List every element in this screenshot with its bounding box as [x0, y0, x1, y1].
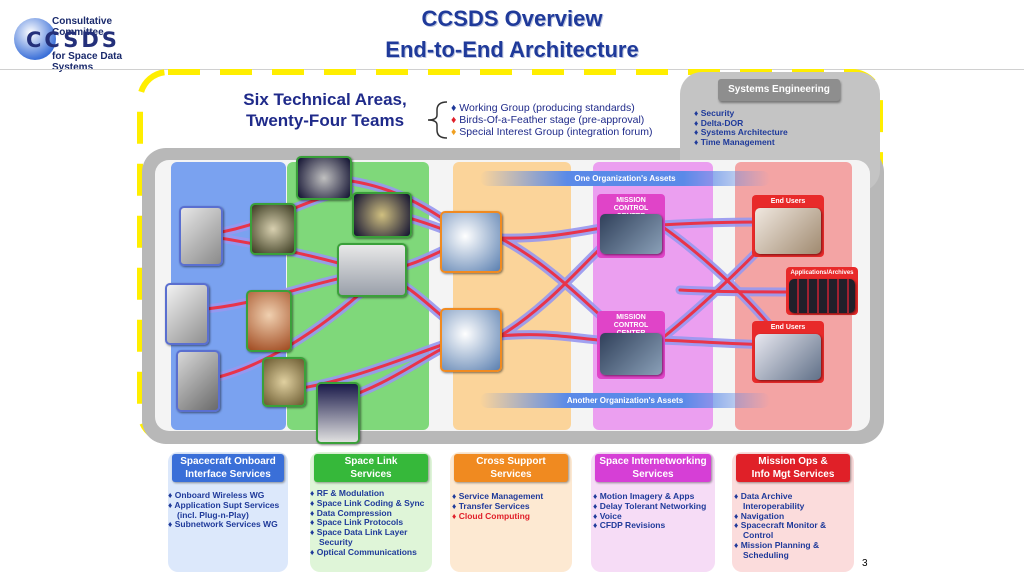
one-org-assets-band: One Organization's Assets — [480, 171, 770, 186]
end-users-top-label: End Users — [770, 198, 806, 205]
category-item: ♦ RF & Modulation — [310, 488, 385, 498]
end-users-bottom-tile: End Users — [752, 321, 824, 383]
title-line-2: End-to-End Architecture — [385, 37, 639, 62]
category-item: ♦ Spacecraft Monitor & Control — [734, 520, 827, 541]
category-item: ♦ Service Management — [452, 491, 544, 501]
se-item: ♦ Security — [694, 108, 735, 118]
mcc-top-tile: MISSION CONTROL CENTER — [597, 194, 665, 258]
title-line-1: CCSDS Overview — [421, 6, 603, 31]
legend-birds-of-a-feather: ♦ Birds-Of-a-Feather stage (pre-approval… — [451, 114, 645, 126]
systems-engineering-list: ♦ Security ♦ Delta-DOR ♦ Systems Archite… — [694, 108, 788, 147]
category-item: ♦ Subnetwork Services WG — [168, 519, 278, 530]
apps-archives-label: Applications/Archives — [790, 270, 854, 276]
page-number: 3 — [862, 558, 868, 569]
list-onboard: ♦ Onboard Wireless WG♦ Application Supt … — [168, 490, 288, 530]
ground-antenna-top-image — [440, 211, 502, 273]
end-users-bottom-label: End Users — [770, 324, 806, 331]
logo-mark: CCSDS — [26, 28, 120, 52]
onboard-computer-image — [165, 283, 209, 345]
spacecraft-image — [250, 203, 296, 255]
category-item: ♦ Delay Tolerant Networking — [593, 500, 707, 511]
legend-special-interest-group: ♦ Special Interest Group (integration fo… — [451, 126, 653, 138]
another-org-assets-band: Another Organization's Assets — [480, 393, 770, 408]
category-item: ♦ Navigation — [734, 510, 785, 521]
astronaut-mars-image — [246, 290, 292, 352]
category-item: ♦ Mission Planning & Scheduling — [734, 539, 820, 560]
onboard-hardware-image — [179, 206, 223, 266]
category-item: ♦ Transfer Services — [452, 500, 530, 511]
ccsds-logo: Consultative Committee CCSDS for Space D… — [12, 16, 152, 73]
apps-archives-tile: Applications/Archives — [786, 267, 858, 315]
legend-working-group: ♦ Working Group (producing standards) — [451, 102, 635, 114]
mcc-top-photo — [600, 214, 662, 254]
category-item: ♦ Voice — [593, 510, 622, 521]
apps-archives-photo — [789, 279, 855, 313]
list-mission-ops: ♦ Data Archive Interoperability♦ Navigat… — [734, 491, 854, 561]
instrument-image — [176, 350, 220, 412]
technical-areas-heading: Six Technical Areas, Twenty-Four Teams — [243, 90, 407, 130]
list-internetworking: ♦ Motion Imagery & Apps♦ Delay Tolerant … — [593, 491, 715, 531]
category-item: ♦ CFDP Revisions — [593, 520, 666, 531]
se-item: ♦ Systems Architecture — [694, 127, 788, 137]
space-station-module-image — [337, 243, 407, 297]
satellite-image — [296, 156, 352, 200]
category-item: ♦ Application Supt Services (incl. Plug-… — [168, 499, 280, 520]
logo-bottom-text: for Space Data Systems — [52, 51, 123, 73]
category-item: ♦ Cloud Computing — [452, 510, 530, 521]
category-mission-ops-button[interactable]: Mission Ops &Info Mgt Services — [736, 454, 850, 482]
category-item: ♦ Motion Imagery & Apps — [593, 491, 695, 501]
category-item: ♦ Space Link Protocols — [310, 517, 404, 528]
list-space-link: ♦ RF & Modulation♦ Space Link Coding & S… — [310, 488, 434, 558]
orbiter-image — [352, 192, 412, 238]
end-users-top-photo — [755, 208, 821, 254]
category-item: ♦ Data Archive Interoperability — [734, 491, 805, 511]
se-item: ♦ Time Management — [694, 136, 775, 147]
logo-top-text: Consultative Committee — [52, 16, 113, 38]
mcc-bottom-tile: MISSION CONTROL CENTER — [597, 311, 665, 379]
category-item: ♦ Space Data Link Layer Security — [310, 527, 408, 547]
launch-vehicle-image — [316, 382, 360, 444]
mcc-bottom-photo — [600, 333, 662, 375]
category-item: ♦ Onboard Wireless WG — [168, 490, 265, 500]
ground-antenna-bottom-image — [440, 308, 502, 372]
ccsds-globe-icon — [14, 18, 56, 60]
systems-engineering-label: Systems Engineering — [718, 79, 840, 101]
category-item: ♦ Data Compression — [310, 507, 392, 518]
category-item: ♦ Optical Communications — [310, 546, 417, 557]
end-users-bottom-photo — [755, 334, 821, 380]
end-users-top-tile: End Users — [752, 195, 824, 257]
se-item: ♦ Delta-DOR — [694, 117, 744, 128]
list-cross-support: ♦ Service Management♦ Transfer Services♦… — [452, 491, 572, 521]
category-item: ♦ Space Link Coding & Sync — [310, 497, 425, 508]
team-type-legend: ♦ Working Group (producing standards) ♦ … — [451, 102, 652, 138]
rover-image — [262, 357, 306, 407]
brace-icon — [427, 101, 448, 139]
